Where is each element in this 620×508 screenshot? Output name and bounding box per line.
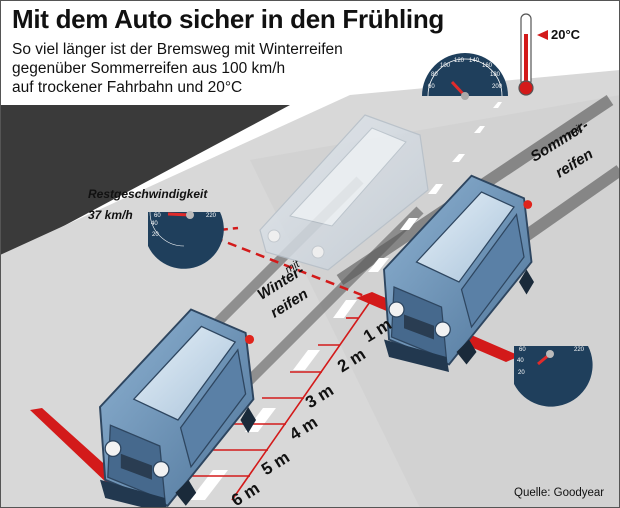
lane-markings	[190, 102, 502, 500]
speedometer-tick: 120	[454, 58, 465, 64]
speedometer-tick: 80	[431, 72, 438, 78]
subtitle-line-1: So viel länger ist der Bremsweg mit Wint…	[12, 41, 343, 58]
speedometer-tick: 60	[428, 84, 435, 90]
gauge-tick: 20	[518, 370, 525, 376]
source-credit: Quelle: Goodyear	[514, 487, 605, 499]
speedometer-tick: 200	[492, 84, 503, 90]
subtitle-line-3: auf trockener Fahrbahn und 20°C	[12, 79, 243, 96]
stopped-speedometer	[514, 346, 593, 407]
gauge-tick: 220	[574, 347, 585, 353]
start-speedometer	[422, 53, 508, 100]
gauge-tick: 60	[154, 213, 161, 219]
thermometer-icon	[518, 13, 548, 96]
residual-speed-guide	[199, 230, 386, 306]
start-line	[30, 408, 122, 486]
gauge-tick: 220	[206, 213, 217, 219]
temperature-reading: 20°C	[551, 27, 581, 42]
subtitle-line-2: gegenüber Sommerreifen aus 100 km/h	[12, 60, 286, 77]
distance-ruler	[182, 295, 375, 501]
gauge-tick: 60	[519, 347, 526, 353]
gauge-tick: 40	[517, 358, 524, 364]
speedometer-tick: 160	[482, 63, 493, 69]
gauge-tick: 20	[152, 232, 159, 238]
residual-speed-label: Restgeschwindigkeit	[88, 187, 208, 201]
speedometer-tick: 180	[490, 72, 501, 78]
grass-area	[0, 105, 290, 260]
speedometer-tick: 140	[469, 58, 480, 64]
residual-speed-value: 37 km/h	[88, 208, 133, 222]
gauge-tick: 40	[151, 221, 158, 227]
residual-speed-gauge	[148, 211, 224, 269]
ghost-car-winter	[259, 114, 429, 271]
page-title: Mit dem Auto sicher in den Frühling	[12, 4, 444, 34]
speedometer-tick: 100	[440, 63, 451, 69]
